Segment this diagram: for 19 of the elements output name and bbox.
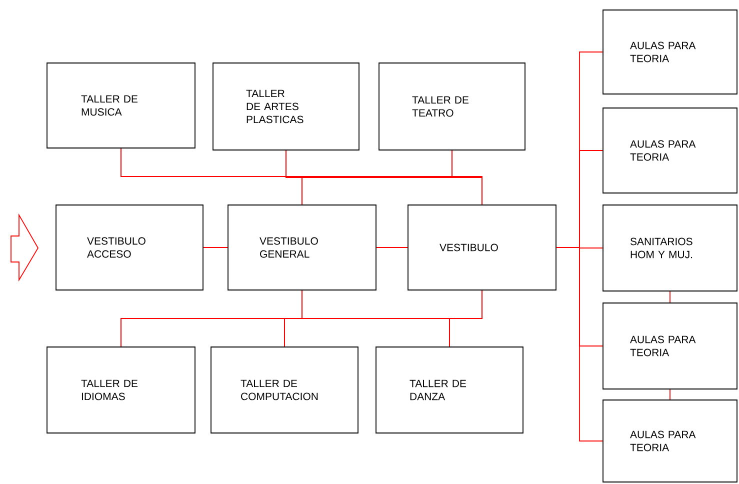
connector-line	[452, 150, 482, 205]
room-box: VESTIBULO	[408, 204, 556, 290]
room-box: TALLER DE IDIOMAS	[46, 346, 196, 434]
connector-line	[556, 247, 603, 442]
connector-line	[376, 247, 408, 248]
room-box: AULAS PARA TEORIA	[602, 10, 738, 94]
room-box: AULAS PARA TEORIA	[602, 302, 738, 390]
room-box: TALLER DE COMPUTACION	[210, 346, 358, 434]
room-box: SANITARIOS HOM Y MUJ.	[602, 204, 738, 292]
room-box: VESTIBULO ACCESO	[56, 204, 204, 290]
room-box: TALLER DE ARTES PLASTICAS	[212, 62, 360, 150]
room-box: VESTIBULO GENERAL	[228, 204, 376, 290]
room-box: TALLER DE TEATRO	[378, 62, 526, 150]
connector-line	[449, 290, 482, 347]
room-box: TALLER DE DANZA	[376, 346, 524, 434]
room-box: AULAS PARA TEORIA	[602, 400, 738, 482]
connector-line	[203, 247, 228, 248]
room-box: TALLER DE MUSICA	[46, 62, 196, 148]
room-box: AULAS PARA TEORIA	[602, 108, 738, 194]
